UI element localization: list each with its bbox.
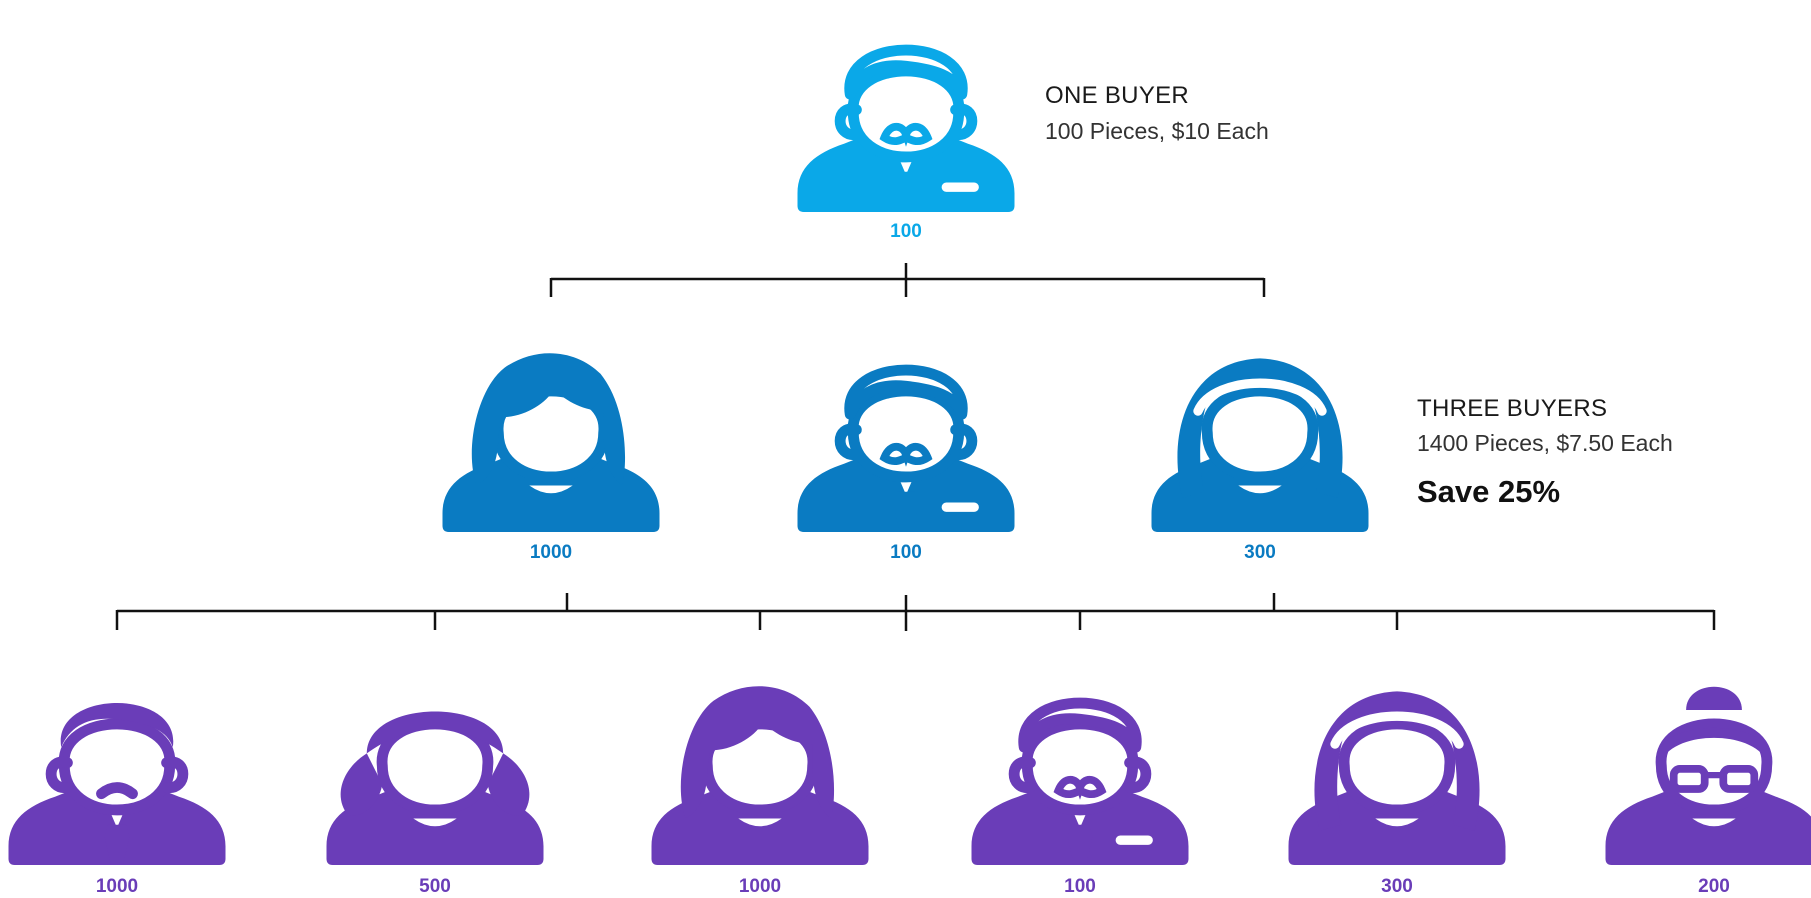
hair-shape — [844, 44, 968, 100]
woman-bob-icon — [651, 686, 869, 865]
man-goatee-suit-icon — [8, 703, 226, 865]
ear-right — [950, 103, 978, 140]
ear-right — [1124, 756, 1152, 793]
woman-pigtails-icon — [326, 711, 544, 865]
neckline — [1375, 818, 1419, 827]
tier-one-detail: 100 Pieces, $10 Each — [1045, 118, 1269, 144]
quantity-label: 1000 — [739, 876, 781, 897]
man-mustache-suit-icon — [797, 364, 1015, 532]
buyer-node: 100 — [971, 697, 1189, 897]
mustache-shape — [879, 122, 933, 147]
ear-right — [161, 756, 189, 793]
neckline — [529, 485, 573, 494]
hair-shape — [844, 364, 968, 420]
man-mustache-suit-icon — [797, 44, 1015, 212]
quantity-label: 500 — [419, 876, 451, 897]
goatee-shape — [96, 782, 138, 800]
hair-shape — [1177, 358, 1343, 498]
hair-bun — [1686, 686, 1742, 710]
glasses-lens-left — [1669, 765, 1709, 793]
quantity-label: 300 — [1244, 542, 1276, 563]
ear-left — [834, 423, 862, 460]
glasses-lens-right — [1719, 765, 1759, 793]
tie-shape — [893, 171, 919, 212]
quantity-label: 1000 — [530, 542, 572, 563]
tie-shape — [1067, 824, 1093, 865]
buyer-node: 1000 — [651, 686, 869, 897]
hair-shape — [1657, 727, 1771, 763]
mustache-shape — [879, 442, 933, 467]
woman-bob-icon — [442, 353, 660, 532]
quantity-label: 100 — [890, 542, 922, 563]
headband-shape — [1193, 378, 1327, 416]
hair-shape — [680, 686, 835, 819]
quantity-label: 1000 — [96, 876, 138, 897]
hair-shape — [1314, 691, 1480, 831]
quantity-label: 200 — [1698, 876, 1730, 897]
ear-left — [834, 103, 862, 140]
tie-shape — [104, 824, 130, 865]
quantity-label: 100 — [1064, 876, 1096, 897]
neckline — [1238, 485, 1282, 494]
tier-one-title: ONE BUYER — [1045, 82, 1190, 109]
neckline — [413, 818, 457, 827]
buyer-node: 100 — [797, 364, 1015, 563]
headband-shape — [1330, 711, 1464, 749]
buyer-node: 500 — [326, 711, 544, 897]
quantity-label: 100 — [890, 221, 922, 242]
buyer-node: 300 — [1288, 691, 1506, 897]
savings-callout: Save 25% — [1417, 474, 1561, 509]
neckline — [738, 818, 782, 827]
ear-left — [45, 756, 73, 793]
mustache-shape — [1053, 775, 1107, 800]
face-outline — [376, 718, 494, 816]
quantity-label: 300 — [1381, 876, 1413, 897]
woman-bun-glasses-icon — [1605, 686, 1811, 866]
woman-headband-icon — [1288, 691, 1506, 865]
tie-shape — [893, 491, 919, 532]
face-outline — [1201, 385, 1319, 483]
man-mustache-suit-icon — [971, 697, 1189, 865]
buyer-node: 1000 — [8, 703, 226, 897]
face-outline — [58, 718, 176, 816]
tier-three-detail: 1400 Pieces, $7.50 Each — [1417, 430, 1673, 456]
hair-shape — [60, 703, 174, 748]
hair-shape — [366, 711, 504, 754]
buyer-node: 300 — [1151, 358, 1369, 563]
ear-right — [950, 423, 978, 460]
face-outline — [1338, 718, 1456, 816]
buyer-node: 200 — [1605, 686, 1811, 897]
buyer-node: 100 — [797, 44, 1015, 242]
hair-shape — [471, 353, 626, 486]
pigtail-right — [487, 753, 530, 816]
buyer-node: 1000 — [442, 353, 660, 563]
hair-shape — [1018, 697, 1142, 753]
woman-headband-icon — [1151, 358, 1369, 532]
tree-connectors — [115, 263, 1716, 631]
pigtail-left — [340, 753, 383, 816]
neckline — [1692, 818, 1736, 827]
tier-three-title: THREE BUYERS — [1417, 395, 1608, 422]
ear-left — [1008, 756, 1036, 793]
